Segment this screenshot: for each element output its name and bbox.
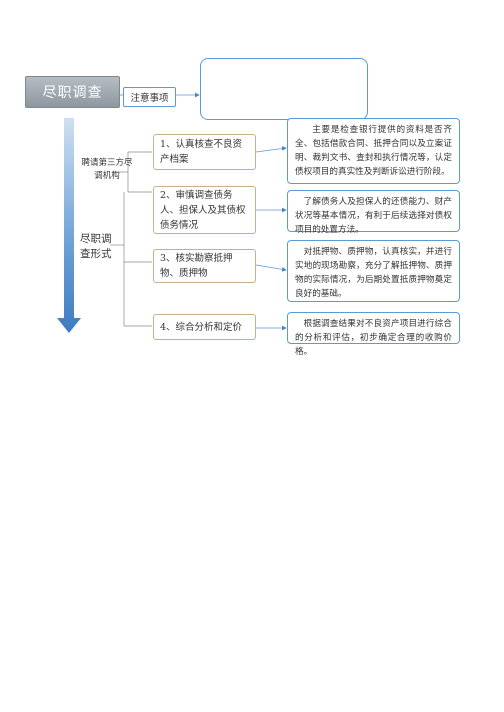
- step-1-box: 1、认真核查不良资产档案: [153, 134, 256, 170]
- step-4-box: 4、综合分析和定价: [153, 314, 256, 340]
- step-2-desc: 了解债务人及担保人的还债能力、财产状况等基本情况，有利于后续选择对债权项目的处置…: [287, 190, 460, 235]
- step-3-desc: 对抵押物、质押物，认真核实，并进行实地的现场勘察，充分了解抵押物、质押物的实际情…: [287, 240, 460, 302]
- step-3-box: 3、核实勘察抵押物、质押物: [153, 249, 256, 283]
- step-2-box: 2、审慎调查债务人、担保人及其债权债务情况: [153, 186, 256, 234]
- third-party-label: 聘请第三方尽调机构: [81, 158, 133, 181]
- note-label-text: 注意事项: [130, 93, 169, 104]
- note-label: 注意事项: [123, 87, 176, 107]
- form-label: 尽职调查形式: [80, 233, 112, 260]
- step-4-desc: 根据调查结果对不良资产项目进行综合的分析和评估，初步确定合理的收购价格。: [287, 312, 460, 357]
- step-1-desc: 主要是检查银行提供的资料是否齐全、包括借款合同、抵押合同以及立案证明、裁判文书、…: [287, 118, 460, 184]
- step-3-label: 3、核实勘察抵押物、质押物: [160, 253, 233, 279]
- step-4-label: 4、综合分析和定价: [160, 321, 243, 333]
- note-content-box: [200, 58, 368, 120]
- step-1-label: 1、认真核查不良资产档案: [160, 139, 243, 165]
- step-2-label: 2、审慎调查债务人、担保人及其债权债务情况: [160, 189, 246, 231]
- title-box: 尽职调查: [25, 76, 120, 108]
- title-text: 尽职调查: [42, 85, 103, 101]
- flow-down-arrow: [57, 118, 81, 333]
